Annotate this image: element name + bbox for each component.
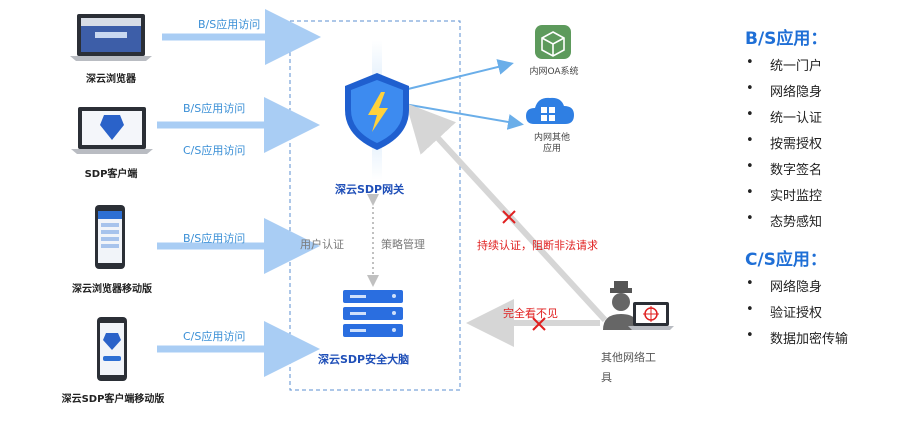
cs-item: 验证授权 xyxy=(746,302,822,321)
bs-panel-title: B/S应用： xyxy=(745,29,828,49)
bs-item: 按需授权 xyxy=(746,133,822,152)
flow-label-client-cs: C/S应用访问 xyxy=(183,144,246,157)
gateway-label: 深云SDP网关 xyxy=(335,183,405,196)
blocked-mark-gateway xyxy=(502,210,516,224)
brain-label: 深云SDP安全大脑 xyxy=(318,353,410,366)
flow-label-browser-bs: B/S应用访问 xyxy=(198,18,261,31)
bs-item: 网络隐身 xyxy=(746,81,822,100)
laptop-sdp-icon xyxy=(71,107,153,154)
bs-item: 实时监控 xyxy=(746,185,822,204)
client-label-sdp: SDP客户端 xyxy=(84,169,138,180)
bs-item: 统一门户 xyxy=(746,55,822,74)
blocked-mark-brain xyxy=(532,317,546,331)
client-label-browser: 深云浏览器 xyxy=(86,74,136,85)
oa-system-label: 内网OA系统 xyxy=(529,67,579,77)
laptop-icon xyxy=(70,14,152,61)
flow-label-mobile-client-cs: C/S应用访问 xyxy=(183,330,246,343)
cs-panel-title: C/S应用： xyxy=(745,250,827,270)
attacker-label: 其他网络工具 xyxy=(601,351,656,384)
link-gateway-oa xyxy=(390,59,514,101)
bs-item: 数字签名 xyxy=(746,159,822,178)
phone-client-icon xyxy=(97,317,127,381)
gateway-shield-icon xyxy=(345,73,409,150)
other-apps-label: 内网其他应用 xyxy=(533,133,570,154)
attacker-icon xyxy=(603,281,674,330)
client-label-mobile-client: 深云SDP客户端移动版 xyxy=(61,394,165,405)
bs-item: 态势感知 xyxy=(746,211,822,230)
flow-label-mobile-browser-bs: B/S应用访问 xyxy=(183,232,246,245)
cloud-apps-icon xyxy=(526,97,574,124)
policy-label: 策略管理 xyxy=(381,238,425,251)
block-text: 持续认证，阻断非法请求 xyxy=(477,239,598,252)
invisible-text: 完全看不见 xyxy=(503,307,558,320)
phone-browser-icon xyxy=(95,205,125,269)
user-auth-label: 用户认证 xyxy=(300,238,344,251)
oa-system-icon xyxy=(535,25,571,59)
brain-server-icon xyxy=(343,290,403,337)
cs-item: 网络隐身 xyxy=(746,276,822,295)
cs-item: 数据加密传输 xyxy=(746,328,848,347)
flow-label-client-bs: B/S应用访问 xyxy=(183,102,246,115)
client-label-mobile-browser: 深云浏览器移动版 xyxy=(72,284,152,295)
bs-item: 统一认证 xyxy=(746,107,822,126)
gateway-boundary xyxy=(289,20,461,391)
